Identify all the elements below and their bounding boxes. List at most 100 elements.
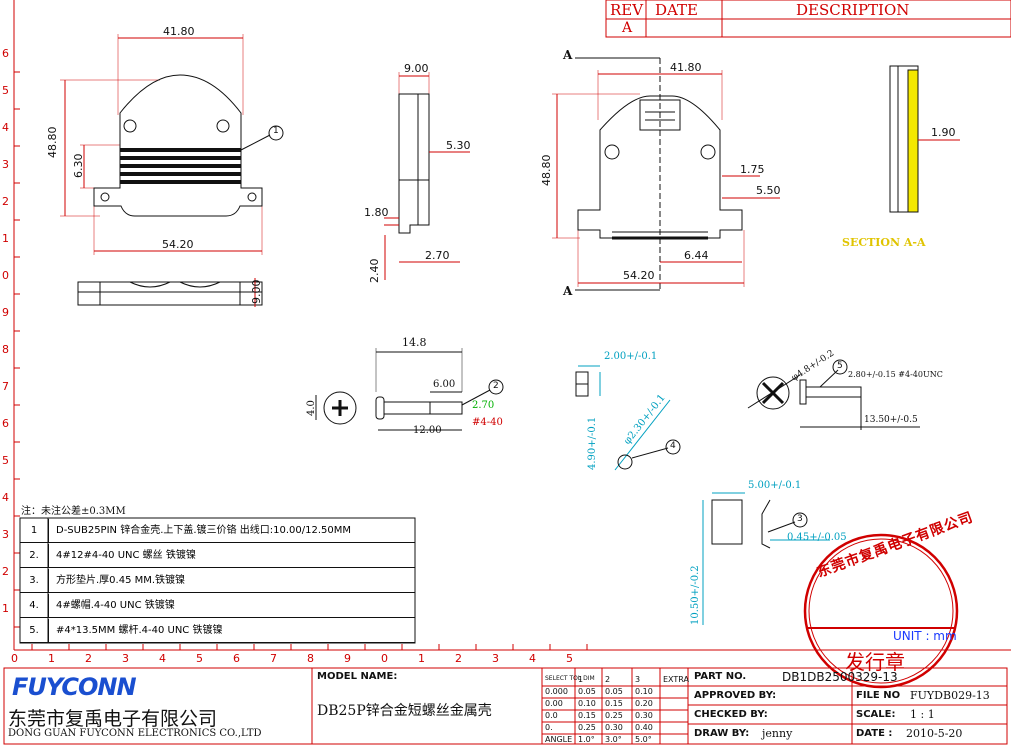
screw-thread-len-dim: 6.00: [433, 379, 456, 390]
screw2-view: [747, 359, 920, 430]
washer-balloon: 3: [797, 514, 803, 524]
company-name-cn: 东莞市复禹电子有限公司: [8, 708, 218, 730]
tol-cell: 0.0: [545, 711, 558, 720]
bottom-ruler-label: 9: [344, 652, 351, 665]
left-ruler-label: 3: [2, 158, 9, 171]
tol-cell: 0.10: [578, 699, 596, 708]
tol-header-cell: 1: [578, 675, 584, 684]
left-ruler-ticks: [14, 71, 20, 628]
tol-header-cell: SELECT TOL DIM: [545, 675, 595, 682]
screw-view: [315, 348, 504, 431]
draw-by: jenny: [762, 727, 793, 740]
screw-shank-len-dim: 12.00: [413, 425, 442, 436]
tol-cell: 0.30: [605, 723, 623, 732]
tol-header-cell: EXTRA: [663, 675, 689, 684]
scale-value: 1 : 1: [910, 708, 935, 721]
side-dim-c: 2.70: [425, 249, 450, 262]
bom-row: 5. #4*13.5MM 螺杆.4-40 UNC 铁镀镍: [20, 619, 415, 643]
tol-header-cell: 2: [605, 675, 611, 684]
bottom-ruler-label: 5: [566, 652, 573, 665]
side-view: [384, 72, 470, 280]
side-dim-a: 5.30: [446, 139, 471, 152]
bottom-ruler-label: 0: [11, 652, 18, 665]
issue-stamp: [803, 533, 959, 689]
revision-block: [605, 0, 1011, 38]
front-width-bottom-dim: 54.20: [162, 238, 194, 251]
bottom-ruler-label: 2: [455, 652, 462, 665]
bottom-ruler-label: 3: [492, 652, 499, 665]
bom-row: 1 D-SUB25PIN 锌合金壳.上下盖.镀三价铬 出线口:10.00/12.5…: [20, 519, 415, 543]
square-nut-view: [575, 365, 681, 471]
bom-item-description: #4*13.5MM 螺杆.4-40 UNC 铁镀镍: [56, 625, 223, 636]
nut-height-dim: 4.90+/-0.1: [587, 416, 598, 470]
screw2-length: 13.50+/-0.5: [864, 415, 918, 425]
tol-cell: ANGLE: [545, 735, 573, 744]
bom-item-description: 4#螺帽.4-40 UNC 铁镀镍: [56, 600, 175, 611]
tol-cell: 0.: [545, 723, 553, 732]
left-ruler-label: 9: [2, 306, 9, 319]
left-ruler-label: 7: [2, 380, 9, 393]
screw-balloon: 2: [493, 381, 499, 391]
side-dim-b: 1.80: [364, 206, 389, 219]
left-ruler-label: 5: [2, 84, 9, 97]
left-ruler-label: 4: [2, 491, 9, 504]
bom-item-description: D-SUB25PIN 锌合金壳.上下盖.镀三价铬 出线口:10.00/12.50…: [56, 525, 351, 536]
left-ruler-label: 3: [2, 528, 9, 541]
cover-dim-a: 1.75: [740, 163, 765, 176]
stamp-center: 发行章: [845, 650, 905, 674]
bom-item-number: 3.: [20, 569, 49, 592]
screw2-thread: 2.80+/-0.15 #4-40UNC: [848, 370, 943, 379]
tolerance-note: 注：未注公差±0.3MM: [21, 506, 126, 517]
nut-balloon: 4: [670, 441, 676, 451]
washer-view: [702, 492, 830, 625]
bottom-ruler-label: 8: [307, 652, 314, 665]
model-label: MODEL NAME:: [317, 671, 398, 682]
bom-item-number: 1: [20, 519, 49, 542]
bottom-ruler-label: 4: [529, 652, 536, 665]
washer-thickness-dim: 0.45+/-0.05: [787, 532, 847, 543]
tol-cell: 0.25: [578, 723, 596, 732]
tol-cell: 3.0°: [605, 735, 622, 744]
cover-height-dim: 48.80: [540, 154, 553, 187]
screw-head-height-dim: 4.0: [306, 400, 317, 416]
draw-label: DRAW BY:: [694, 728, 750, 739]
front-view: [60, 34, 284, 307]
section-label: SECTION A-A: [842, 236, 926, 249]
rev-header: REV: [610, 1, 644, 19]
washer-width-dim: 5.00+/-0.1: [748, 480, 802, 491]
front-inner-height-dim: 6.30: [72, 153, 85, 179]
bom-row: 2.4#12#4-40 UNC 螺丝 铁镀镍: [20, 544, 415, 568]
cover-width-top-dim: 41.80: [670, 61, 702, 74]
cover-dim-c: 6.44: [684, 249, 709, 262]
bom-item-number: 5.: [20, 619, 49, 642]
cover-dim-b: 5.50: [756, 184, 781, 197]
company-name-en: DONG GUAN FUYCONN ELECTRONICS CO.,LTD: [8, 728, 262, 739]
bottom-view-height-dim: 9.00: [250, 279, 263, 305]
left-ruler-label: 6: [2, 417, 9, 430]
front-width-top-dim: 41.80: [163, 25, 195, 38]
washer-height-dim: 10.50+/-0.2: [690, 565, 701, 625]
tol-cell: 0.05: [605, 687, 623, 696]
left-ruler-label: 1: [2, 232, 9, 245]
title-block: [3, 667, 1008, 745]
section-dim: 1.90: [931, 126, 956, 139]
tol-cell: 0.15: [578, 711, 596, 720]
cover-view: [552, 57, 780, 291]
bottom-ruler-label: 2: [85, 652, 92, 665]
section-view: [889, 65, 960, 213]
date-header: DATE: [655, 1, 698, 19]
date-label: DATE :: [856, 728, 893, 739]
tol-cell: 0.40: [635, 723, 653, 732]
bottom-ruler-label: 0: [381, 652, 388, 665]
left-ruler-label: 2: [2, 195, 9, 208]
bom-item-number: 2.: [20, 544, 49, 567]
checked-label: CHECKED BY:: [694, 709, 768, 720]
screw-length-dim: 14.8: [402, 336, 427, 349]
tol-cell: 0.10: [635, 687, 653, 696]
bottom-ruler-label: 3: [122, 652, 129, 665]
left-ruler-label: 8: [2, 343, 9, 356]
left-ruler-label: 5: [2, 454, 9, 467]
company-logo: FUYCONN: [12, 673, 137, 701]
